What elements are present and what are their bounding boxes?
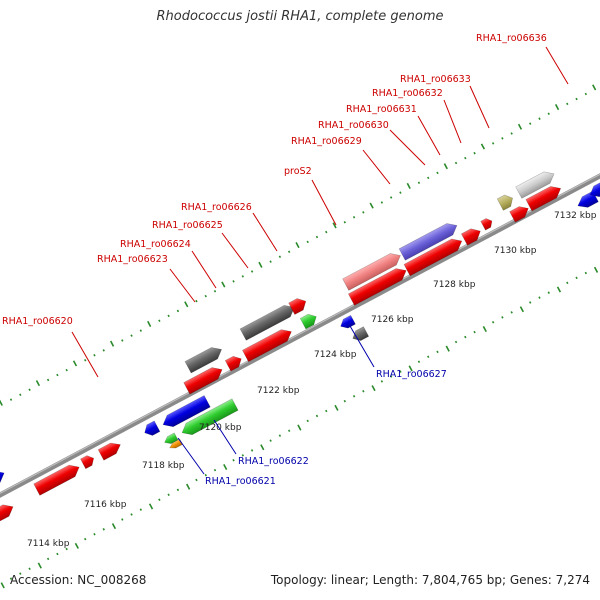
- gene-feature[interactable]: [80, 453, 97, 470]
- scale-label: 7122 kbp: [257, 386, 300, 396]
- gene-feature[interactable]: [0, 501, 16, 530]
- scale-label: 7130 kbp: [494, 246, 537, 256]
- leader-line: [191, 250, 217, 289]
- gene-feature[interactable]: [142, 420, 161, 438]
- gene-feature[interactable]: [242, 326, 294, 363]
- gene-feature[interactable]: [403, 235, 465, 277]
- leader-line: [221, 232, 249, 269]
- genome-summary-text: Topology: linear; Length: 7,804,765 bp; …: [270, 573, 590, 587]
- scale-label: 7120 kbp: [199, 423, 242, 433]
- gene-label-forward[interactable]: RHA1_ro06625: [152, 220, 223, 231]
- gene-label-forward[interactable]: RHA1_ro06631: [346, 104, 417, 115]
- gene-feature[interactable]: [163, 432, 179, 446]
- gene-label-forward[interactable]: RHA1_ro06630: [318, 120, 389, 131]
- gene-feature[interactable]: [224, 353, 244, 372]
- tick-row-forward: [0, 84, 597, 406]
- gene-feature[interactable]: [97, 439, 123, 461]
- gene-label-reverse[interactable]: RHA1_ro06621: [205, 476, 276, 487]
- leader-line: [177, 437, 205, 475]
- gene-feature[interactable]: [525, 183, 564, 212]
- gene-label-forward[interactable]: RHA1_ro06632: [372, 88, 443, 99]
- gene-label-forward[interactable]: RHA1_ro06624: [120, 239, 191, 250]
- genome-axis: [0, 126, 600, 526]
- gene-label-forward[interactable]: RHA1_ro06626: [181, 202, 252, 213]
- leader-line: [469, 85, 490, 129]
- accession-text: Accession: NC_008268: [10, 573, 147, 587]
- leader-line: [417, 115, 441, 156]
- gene-label-forward[interactable]: proS2: [284, 166, 312, 177]
- leader-line: [169, 268, 196, 303]
- leader-line: [443, 99, 462, 144]
- scale-label: 7126 kbp: [371, 315, 414, 325]
- leader-line: [213, 419, 237, 455]
- leader-line: [252, 212, 278, 252]
- leader-line: [389, 129, 426, 166]
- leader-line: [362, 149, 391, 185]
- genome-title: Rhodococcus jostii RHA1, complete genome: [156, 9, 444, 24]
- scale-label: 7124 kbp: [314, 350, 357, 360]
- scale-label: 7128 kbp: [433, 280, 476, 290]
- gene-feature[interactable]: [515, 168, 557, 199]
- gene-feature[interactable]: [496, 192, 515, 211]
- gene-feature[interactable]: [587, 180, 600, 200]
- gene-label-forward[interactable]: RHA1_ro06620: [2, 316, 73, 327]
- gene-feature[interactable]: [179, 398, 239, 439]
- gene-feature[interactable]: [480, 217, 495, 231]
- gene-feature[interactable]: [160, 395, 211, 430]
- gene-feature[interactable]: [350, 326, 370, 344]
- scale-label: 7116 kbp: [84, 500, 127, 510]
- gene-feature[interactable]: [239, 302, 297, 341]
- scale-label: 7118 kbp: [142, 461, 185, 471]
- gene-feature[interactable]: [398, 220, 460, 261]
- gene-feature[interactable]: [460, 225, 483, 246]
- leader-line: [349, 325, 375, 368]
- gene-label-forward[interactable]: RHA1_ro06636: [476, 33, 547, 44]
- gene-label-forward[interactable]: RHA1_ro06629: [291, 136, 362, 147]
- gene-feature[interactable]: [342, 250, 404, 291]
- tick-row-reverse: [0, 266, 599, 589]
- leader-line: [71, 331, 99, 378]
- gene-feature[interactable]: [288, 296, 309, 315]
- gene-feature[interactable]: [347, 265, 409, 306]
- scale-label: 7114 kbp: [27, 539, 70, 549]
- gene-label-reverse[interactable]: RHA1_ro06627: [376, 369, 447, 380]
- genome-track: [0, 84, 600, 589]
- scale-label: 7132 kbp: [554, 211, 597, 221]
- gene-feature[interactable]: [33, 461, 82, 496]
- gene-label-forward[interactable]: RHA1_ro06633: [400, 74, 471, 85]
- gene-feature[interactable]: [0, 467, 7, 496]
- gene-label-reverse[interactable]: RHA1_ro06622: [238, 456, 309, 467]
- gene-feature[interactable]: [299, 311, 319, 330]
- gene-label-forward[interactable]: RHA1_ro06623: [97, 254, 168, 265]
- leader-line: [311, 179, 337, 226]
- leader-line: [545, 46, 569, 85]
- gene-feature[interactable]: [183, 364, 225, 395]
- gene-feature[interactable]: [338, 314, 356, 330]
- gene-feature[interactable]: [509, 203, 532, 223]
- gene-feature[interactable]: [184, 344, 225, 374]
